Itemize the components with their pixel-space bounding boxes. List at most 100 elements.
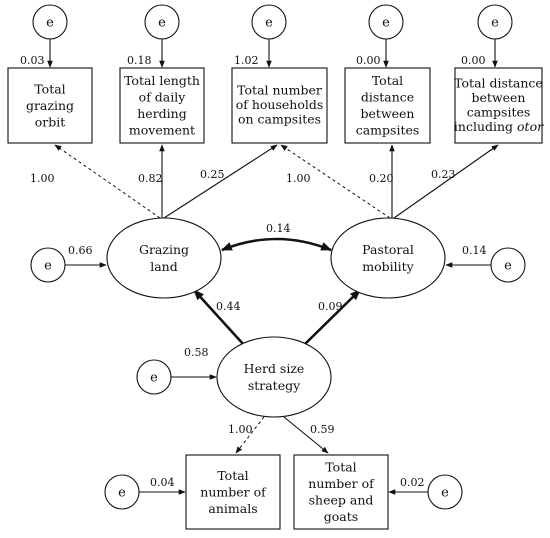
error-term-grazing-land: e bbox=[30, 247, 66, 283]
path-coefficient-herd-to-sheep: 0.59 bbox=[310, 423, 335, 436]
error-label: e bbox=[504, 259, 512, 274]
latent-ellipse bbox=[216, 336, 332, 418]
paths-layer bbox=[47, 39, 499, 495]
error-circle bbox=[490, 247, 526, 283]
error-label: e bbox=[265, 16, 273, 31]
error-variance-label: 0.00 bbox=[461, 54, 486, 67]
path-herd-to-grazing bbox=[193, 289, 245, 346]
latent-ellipse bbox=[106, 217, 222, 299]
error-variance-label: 0.14 bbox=[462, 244, 487, 257]
latent-label-line: Pastoral bbox=[362, 242, 414, 257]
observed-label-line: number of bbox=[308, 476, 375, 491]
error-term-households-campsites: e bbox=[251, 4, 287, 40]
observed-box bbox=[293, 454, 389, 530]
error-circle bbox=[32, 4, 68, 40]
error-circle bbox=[251, 4, 287, 40]
error-term-total-animals: e bbox=[104, 474, 140, 510]
path-coefficient-mobility-to-otor: 0.23 bbox=[431, 168, 456, 181]
observed-label-line: grazing bbox=[26, 98, 74, 113]
error-circle bbox=[30, 247, 66, 283]
error-variance-label: 0.18 bbox=[127, 54, 152, 67]
path-coefficient-grazing-mobility-covariance: 0.14 bbox=[266, 222, 291, 235]
path-coefficient-herd-to-animals: 1.00 bbox=[228, 423, 253, 436]
observed-label-line: of households bbox=[236, 97, 324, 112]
observed-label-line: movement bbox=[129, 123, 195, 138]
observed-label-line: orbit bbox=[35, 114, 66, 129]
observed-box bbox=[344, 67, 431, 144]
observed-label-line: herding bbox=[137, 106, 186, 121]
error-circle bbox=[136, 359, 172, 395]
observed-label-line: including otor bbox=[454, 119, 544, 134]
error-variance-label: 0.58 bbox=[184, 346, 209, 359]
error-variance-label: 0.03 bbox=[20, 54, 45, 67]
observed-label-line: animals bbox=[208, 501, 257, 516]
observed-label-line: Total number bbox=[237, 83, 322, 98]
path-coefficient-mobility-to-households: 1.00 bbox=[286, 172, 311, 185]
latent-label-line: Grazing bbox=[139, 242, 189, 257]
observed-label-line: number of bbox=[200, 484, 267, 499]
error-term-pastoral-mobility: e bbox=[490, 247, 526, 283]
latent-label-line: Herd size bbox=[244, 361, 305, 376]
observed-box bbox=[231, 67, 328, 144]
error-circle bbox=[104, 474, 140, 510]
error-label: e bbox=[491, 16, 499, 31]
observed-box bbox=[185, 454, 281, 530]
latent-label-line: mobility bbox=[362, 259, 414, 274]
observed-label-line: Total length bbox=[124, 73, 200, 88]
error-circle bbox=[368, 4, 404, 40]
path-coefficient-grazing-to-orbit: 1.00 bbox=[30, 172, 55, 185]
observed-box bbox=[119, 67, 205, 144]
path-mobility-to-otor bbox=[393, 144, 499, 219]
error-label: e bbox=[158, 16, 166, 31]
observed-label-line: Total bbox=[372, 73, 403, 88]
error-label: e bbox=[46, 16, 54, 31]
error-circle bbox=[427, 474, 463, 510]
error-variance-label: 0.02 bbox=[400, 476, 425, 489]
error-circle bbox=[477, 4, 513, 40]
observed-label-line: campsites bbox=[356, 123, 420, 138]
path-herd-to-sheep bbox=[283, 416, 329, 454]
path-coefficient-herd-to-grazing: 0.44 bbox=[216, 300, 241, 313]
latent-ellipse bbox=[330, 217, 446, 299]
path-herd-to-animals bbox=[235, 416, 265, 454]
observed-label-line: sheep and bbox=[309, 493, 374, 508]
observed-box bbox=[454, 67, 543, 144]
error-label: e bbox=[44, 259, 52, 274]
error-term-distance-otor: e bbox=[477, 4, 513, 40]
observed-label-line: distance bbox=[361, 90, 414, 105]
path-grazing-mobility-covariance bbox=[220, 237, 333, 252]
error-label: e bbox=[150, 371, 158, 386]
observed-label-line: between bbox=[472, 90, 526, 105]
error-variance-label: 0.00 bbox=[356, 54, 381, 67]
observed-label-line: goats bbox=[324, 509, 358, 524]
error-label: e bbox=[118, 486, 126, 501]
observed-distance-otor: Total distancebetweencampsitesincluding … bbox=[454, 67, 544, 144]
error-circle bbox=[144, 4, 180, 40]
latent-pastoral-mobility: Pastoral mobility bbox=[330, 217, 446, 299]
observed-label-line: Total bbox=[34, 81, 65, 96]
path-coefficient-mobility-to-distance: 0.20 bbox=[369, 172, 394, 185]
error-label: e bbox=[382, 16, 390, 31]
error-label: e bbox=[441, 486, 449, 501]
error-variance-label: 0.04 bbox=[150, 476, 175, 489]
error-term-herd-size-strategy: e bbox=[136, 359, 172, 395]
path-coefficient-grazing-to-households: 0.25 bbox=[200, 168, 225, 181]
path-coefficient-grazing-to-herding: 0.82 bbox=[138, 172, 163, 185]
path-coefficient-herd-to-mobility: 0.09 bbox=[318, 300, 343, 313]
error-term-herding-movement: e bbox=[144, 4, 180, 40]
error-term-sheep-goats: e bbox=[427, 474, 463, 510]
observed-label-line: campsites bbox=[467, 104, 531, 119]
observed-label-line: Total distance bbox=[454, 75, 543, 90]
observed-label-line: between bbox=[361, 106, 415, 121]
error-term-distance-campsites: e bbox=[368, 4, 404, 40]
